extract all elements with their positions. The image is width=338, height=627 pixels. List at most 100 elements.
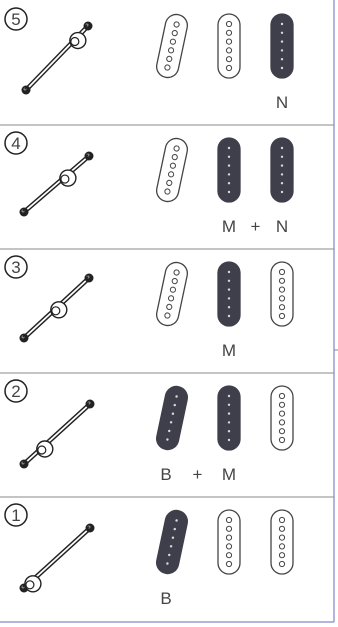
pole-piece — [175, 395, 178, 398]
pickup-combination-label: B — [160, 589, 171, 608]
pole-piece — [278, 436, 286, 444]
pole-piece — [166, 438, 169, 441]
pickup-bridge — [155, 261, 189, 327]
pole-piece — [278, 401, 286, 408]
pole-piece — [227, 146, 231, 150]
pole-piece — [171, 536, 175, 539]
pole-piece — [173, 145, 180, 152]
pole-piece — [225, 534, 233, 541]
knob-cap — [70, 36, 80, 47]
pole-piece — [278, 552, 286, 559]
pole-piece — [166, 562, 169, 565]
pole-piece — [227, 412, 231, 415]
pole-piece — [227, 403, 231, 406]
lever-rod — [22, 402, 90, 464]
pole-piece — [227, 421, 231, 424]
switch-position-row: 3M — [0, 255, 334, 374]
pole-piece — [171, 412, 175, 415]
pole-piece — [173, 21, 180, 28]
lever-rod — [22, 154, 89, 212]
pole-piece — [227, 297, 231, 300]
pole-piece — [225, 64, 233, 72]
pickup-body-active — [217, 261, 241, 327]
pickup-neck — [270, 385, 294, 451]
pole-piece — [280, 155, 284, 158]
pole-piece — [280, 58, 284, 61]
pickup-neck — [270, 13, 294, 79]
pickup-body-inactive — [270, 385, 294, 451]
position-number-circle — [4, 255, 28, 279]
pole-piece — [278, 428, 286, 435]
pole-piece — [166, 55, 173, 63]
position-number-circle — [4, 503, 28, 527]
pickup-body-active — [217, 385, 241, 451]
pickup-combination-label: M — [222, 217, 236, 236]
pickup-neck — [270, 261, 294, 327]
pole-piece — [173, 403, 176, 407]
pole-piece — [164, 64, 171, 71]
switch-position-row: 1B — [4, 503, 294, 608]
pickup-body-active — [270, 137, 294, 203]
pole-piece — [227, 288, 231, 291]
knob-cap — [25, 580, 35, 590]
pole-piece — [225, 29, 233, 36]
pole-piece — [280, 146, 284, 150]
pole-piece — [227, 190, 231, 194]
position-number: 1 — [11, 506, 20, 525]
pole-piece — [227, 394, 231, 398]
pole-piece — [164, 312, 171, 319]
pickup-bridge — [155, 385, 189, 451]
pole-piece — [164, 188, 171, 195]
lever-rod — [24, 404, 92, 466]
pole-piece — [280, 173, 284, 176]
pole-piece — [227, 438, 231, 442]
pole-piece — [166, 303, 173, 311]
pickup-middle — [217, 261, 241, 327]
pole-piece — [225, 47, 233, 54]
pole-piece — [278, 304, 286, 311]
pole-piece — [280, 182, 284, 185]
position-number: 4 — [11, 134, 20, 153]
position-number: 3 — [11, 258, 20, 277]
pickup-combination-label: B — [160, 465, 171, 484]
lever-rod — [24, 156, 91, 214]
pickup-combination-label: M — [222, 465, 236, 484]
pole-piece — [227, 164, 231, 167]
pole-piece — [225, 560, 233, 568]
knob-cap — [51, 306, 61, 316]
pole-piece — [167, 295, 175, 302]
pole-piece — [168, 553, 171, 557]
pole-piece — [278, 534, 286, 541]
pole-piece — [227, 314, 231, 318]
pole-piece — [169, 545, 173, 548]
switch-position-row: 5N — [0, 7, 334, 126]
pickup-combination-label: + — [251, 217, 261, 236]
position-number: 2 — [11, 382, 20, 401]
switch-position-row: 4M + N — [0, 131, 334, 250]
pickup-body-active — [217, 137, 241, 203]
pole-piece — [278, 560, 286, 568]
pole-piece — [227, 279, 231, 282]
pole-piece — [227, 173, 231, 176]
pole-piece — [227, 306, 231, 309]
pickup-body-inactive — [270, 261, 294, 327]
pole-piece — [278, 268, 286, 276]
pickup-combination-label: N — [276, 217, 288, 236]
pole-piece — [278, 410, 286, 417]
pole-piece — [278, 543, 286, 550]
pole-piece — [225, 543, 233, 550]
position-number-circle — [4, 379, 28, 403]
pole-piece — [169, 38, 177, 45]
position-number: 5 — [11, 10, 20, 29]
pole-piece — [227, 430, 231, 433]
pole-piece — [278, 392, 286, 400]
pole-piece — [167, 171, 175, 178]
position-number-circle — [4, 131, 28, 155]
pickup-bridge — [155, 509, 189, 575]
pole-piece — [278, 312, 286, 320]
pole-piece — [280, 164, 284, 167]
pole-piece — [225, 56, 233, 63]
pole-piece — [169, 286, 177, 293]
